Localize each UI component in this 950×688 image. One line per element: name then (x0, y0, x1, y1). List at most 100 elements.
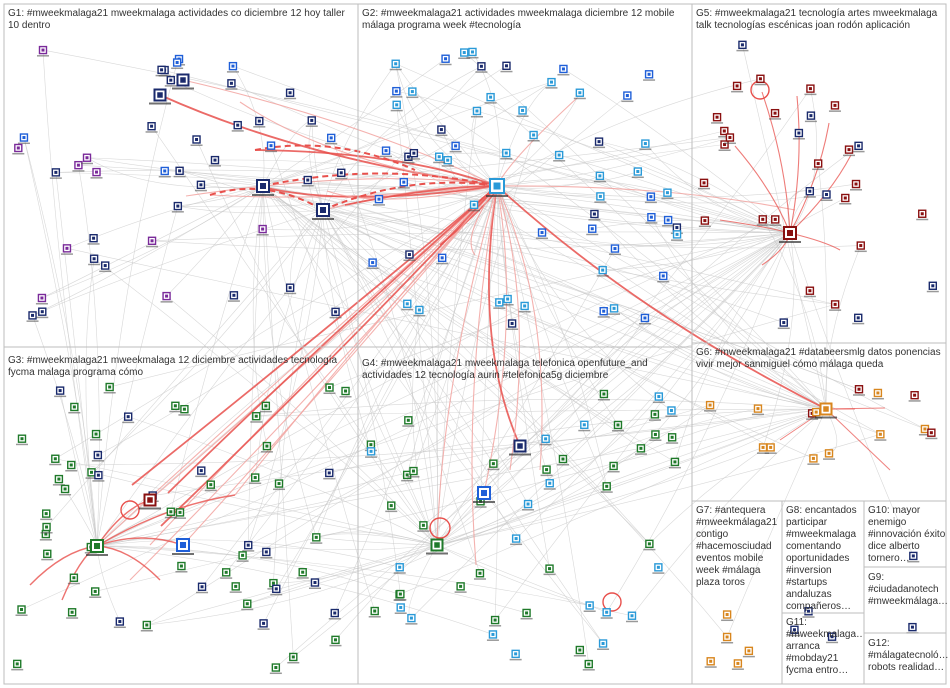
graph-node-label (40, 518, 53, 521)
graph-node-fill (703, 219, 707, 223)
graph-node-fill (910, 625, 914, 629)
graph-node-label (852, 394, 865, 396)
graph-node-fill (913, 393, 917, 397)
graph-node-fill (857, 144, 861, 148)
graph-node-fill (504, 64, 508, 68)
graph-node-fill (454, 144, 458, 148)
graph-node-label (225, 88, 238, 90)
graph-node-fill (314, 535, 318, 539)
graph-node-label (611, 429, 624, 432)
graph-node-fill (108, 385, 112, 389)
graph-node-label (907, 560, 920, 563)
graph-node-fill (409, 616, 413, 620)
graph-node-label (792, 138, 805, 140)
graph-node-label (597, 399, 610, 401)
graph-node-label (65, 469, 78, 472)
graph-node-fill (598, 174, 602, 178)
graph-node-label (99, 270, 112, 273)
graph-node-label (671, 239, 684, 241)
graph-node-fill (592, 212, 596, 216)
graph-node-fill (310, 118, 314, 122)
graph-node-fill (421, 523, 425, 527)
graph-node-fill (163, 169, 167, 173)
edge-light (262, 185, 376, 612)
graph-node-fill (195, 137, 199, 141)
graph-node-label (573, 97, 586, 100)
graph-node-label (721, 619, 734, 622)
graph-node-label (113, 626, 126, 629)
edge-light (602, 232, 791, 271)
graph-node-label (597, 648, 610, 650)
edge-light (96, 205, 179, 547)
graph-node-label (90, 439, 103, 441)
graph-node-fill (411, 469, 415, 473)
graph-node-label (804, 93, 817, 96)
graph-node-label (543, 573, 556, 576)
graph-node-label (509, 658, 522, 661)
node-layer (11, 40, 939, 675)
graph-node-label (17, 142, 30, 145)
graph-node-fill (833, 103, 837, 107)
graph-node-fill (199, 183, 203, 187)
edge-light (225, 185, 498, 573)
edge-red (29, 545, 98, 586)
edge-light (789, 232, 914, 557)
graph-node-fill (165, 294, 169, 298)
graph-node-fill (649, 215, 653, 219)
graph-node-fill (94, 432, 98, 436)
graph-node-fill (327, 471, 331, 475)
graph-node-label (36, 316, 49, 319)
graph-node-fill (176, 204, 180, 208)
graph-node-fill (736, 661, 740, 665)
graph-node-fill (369, 443, 373, 447)
graph-node-fill (53, 457, 57, 461)
panel-label-g1: G1: #mweekmalaga21 mweekmalaga actividad… (8, 8, 348, 31)
edge-red (789, 122, 830, 234)
graph-node-label (335, 177, 348, 180)
graph-node-label (557, 73, 570, 76)
edge-light (23, 137, 98, 547)
panel-label-g12: G12: #málagatecnoló… robots realidad… (868, 638, 948, 673)
graph-node-label (583, 610, 596, 612)
graph-node-label (487, 468, 500, 471)
graph-node-fill (399, 605, 403, 609)
hub-node-label (426, 552, 448, 555)
edge-light (262, 185, 294, 657)
graph-node-label (828, 110, 841, 112)
graph-node-label (310, 542, 323, 544)
graph-node-label (365, 456, 378, 458)
graph-node-label (536, 237, 549, 240)
graph-node-label (518, 310, 531, 313)
edge-light (464, 52, 827, 410)
panel-label-g2: G2: #mweekmalaga21 actividades mweekmala… (362, 8, 678, 31)
edge-light (496, 92, 581, 187)
edge-light (247, 209, 324, 546)
graph-node-label (389, 68, 402, 71)
graph-node-label (769, 118, 782, 120)
graph-node-fill (288, 286, 292, 290)
edge-light (41, 185, 264, 299)
graph-node-fill (523, 304, 527, 308)
graph-node-fill (833, 302, 837, 306)
graph-node-fill (675, 232, 679, 236)
graph-node-label (257, 628, 270, 630)
edge-light (166, 295, 438, 546)
edge-light (496, 185, 619, 426)
graph-node-fill (830, 635, 834, 639)
edge-light (46, 209, 324, 528)
edge-red (96, 545, 161, 581)
edge-light (55, 172, 98, 547)
graph-node-label (372, 204, 385, 206)
hub-node-fill (434, 542, 440, 548)
graph-node-fill (931, 284, 935, 288)
edge-red (436, 185, 498, 546)
graph-node-fill (389, 504, 393, 508)
graph-node-label (195, 475, 208, 478)
graph-node-fill (394, 89, 398, 93)
graph-node-fill (274, 587, 278, 591)
graph-node-fill (69, 463, 73, 467)
graph-node-fill (406, 155, 410, 159)
graph-node-label (769, 224, 782, 226)
graph-node-label (871, 397, 884, 400)
edge-light (606, 232, 791, 613)
